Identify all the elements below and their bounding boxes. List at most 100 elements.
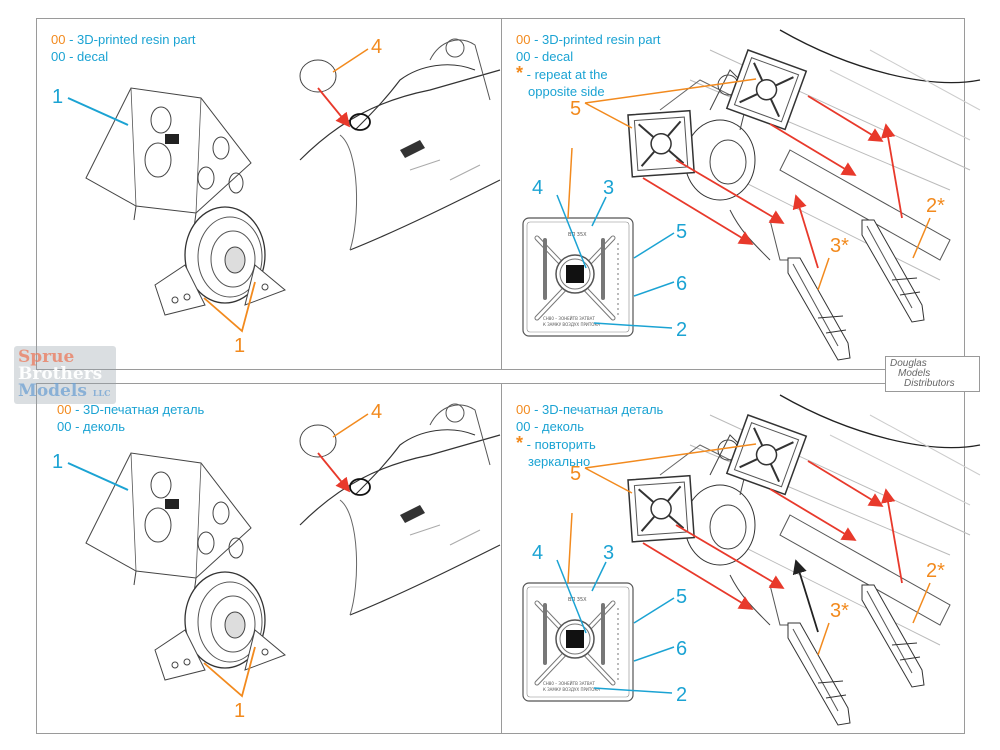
door-frame-upper [725, 414, 808, 496]
step-top-right: 00 - 3D-printed resin part 00 - decal * … [502, 19, 964, 369]
leader-line-part-3star [817, 257, 830, 291]
decal-sheet-drawing [523, 218, 633, 336]
decal-text: - деколь [530, 419, 584, 434]
callout-3-star: 3* [830, 235, 849, 257]
leader-line-part-3star [817, 622, 830, 656]
leader-line-part-1 [203, 646, 256, 698]
leader-line-decal-4 [556, 194, 587, 269]
decal-code: 00 [57, 419, 72, 434]
decal-sheet-drawing [523, 583, 633, 701]
panel-part-3 [787, 622, 851, 726]
resin-code: 00 [516, 32, 531, 47]
resin-text: - 3D-печатная деталь [530, 402, 664, 417]
arrow-canopy [317, 87, 351, 128]
callout-5-decal: 5 [676, 586, 687, 608]
step-bottom-left: 00 - 3D-печатная деталь 00 - деколь [37, 384, 502, 733]
leader-line-part-2star [912, 217, 931, 259]
arrow-door-upper-a [769, 123, 857, 176]
repeat-text-cont: opposite side [528, 84, 605, 99]
door-frame-lower [627, 109, 696, 178]
leader-line-part-5 [567, 78, 757, 219]
leader-line-decal-2 [593, 322, 673, 329]
callout-4-decal: 4 [532, 542, 543, 564]
panel-part-3 [787, 257, 851, 361]
callout-6-decal: 6 [676, 273, 687, 295]
leader-line-part-5 [567, 443, 757, 584]
arrow-panel-2 [881, 488, 903, 584]
decal-code: 00 [51, 49, 66, 64]
callout-4: 4 [371, 401, 382, 423]
resin-code: 00 [51, 32, 66, 47]
resin-code: 00 [57, 402, 72, 417]
watermark-line: Distributors [904, 378, 955, 389]
legend: 00 - 3D-печатная деталь 00 - деколь * - … [516, 401, 663, 470]
callout-4-decal: 4 [532, 177, 543, 199]
nose-wheel-drawing [154, 206, 286, 316]
leader-line-part-4 [332, 48, 369, 73]
panel-part-2 [861, 584, 925, 688]
resin-text: - 3D-печатная деталь [71, 402, 205, 417]
arrow-canopy [317, 452, 351, 493]
step-top-left: 00 - 3D-printed resin part 00 - decal [37, 19, 502, 369]
callout-2-star: 2* [926, 560, 945, 582]
decal-text: - decal [65, 49, 109, 64]
arrow-door-lower-a [642, 177, 754, 245]
arrow-door-lower-a [642, 542, 754, 610]
asterisk-icon: * [516, 433, 524, 453]
sprue-brothers-watermark: Sprue Brothers Models LLC [14, 346, 116, 404]
watermark-line: Sprue [18, 347, 75, 367]
legend: 00 - 3D-печатная деталь 00 - деколь [57, 401, 204, 435]
watermark-line: Brothers [18, 364, 103, 384]
decal-code: 00 [516, 49, 531, 64]
callout-1-decal: 1 [52, 451, 63, 473]
canopy-part-drawing [299, 59, 337, 93]
repeat-text: - повторить [523, 437, 596, 452]
arrow-door-upper-b [807, 95, 884, 142]
callout-3-decal: 3 [603, 177, 614, 199]
leader-line-decal-2 [593, 687, 673, 694]
legend: 00 - 3D-printed resin part 00 - decal * … [516, 31, 661, 100]
step-bottom-right: 00 - 3D-печатная деталь 00 - деколь * - … [502, 384, 964, 733]
callout-1-resin: 1 [234, 335, 245, 357]
watermark-suffix: LLC [92, 388, 111, 398]
leader-line-decal-3 [591, 196, 607, 227]
leader-line-decal-6 [633, 646, 675, 662]
resin-text: - 3D-printed resin part [65, 32, 196, 47]
nose-wheel-drawing [154, 571, 286, 681]
leader-line-decal-4 [556, 559, 587, 634]
leader-line-part-1 [203, 281, 256, 333]
asterisk-icon: * [516, 63, 524, 83]
callout-2-decal: 2 [676, 684, 687, 706]
leader-line-decal-5 [633, 232, 675, 259]
callout-2-star: 2* [926, 195, 945, 217]
canopy-part-drawing [299, 424, 337, 458]
resin-text: - 3D-printed resin part [530, 32, 661, 47]
watermark-line: Models [18, 381, 87, 401]
arrow-panel-3 [792, 194, 819, 269]
callout-1-decal: 1 [52, 86, 63, 108]
legend: 00 - 3D-printed resin part 00 - decal [51, 31, 196, 65]
callout-6-decal: 6 [676, 638, 687, 660]
decal-text: - деколь [71, 419, 125, 434]
callout-5-resin: 5 [570, 463, 581, 485]
decal-code: 00 [516, 419, 531, 434]
arrow-door-lower-b [675, 524, 785, 589]
repeat-text-cont: зеркально [528, 454, 591, 469]
arrow-door-upper-b [807, 460, 884, 507]
repeat-text: - repeat at the [523, 67, 608, 82]
callout-1-resin: 1 [234, 700, 245, 722]
callout-3-star: 3* [830, 600, 849, 622]
callout-5-decal: 5 [676, 221, 687, 243]
leader-line-decal-1 [67, 97, 129, 126]
panel-part-2 [861, 219, 925, 323]
watermark-line: Douglas [890, 358, 927, 369]
door-frame-upper [725, 49, 808, 131]
leader-line-decal-1 [67, 462, 129, 491]
leader-line-part-2star [912, 582, 931, 624]
leader-line-decal-3 [591, 561, 607, 592]
arrow-panel-3 [792, 559, 819, 633]
leader-line-part-4 [332, 413, 369, 438]
door-frame-lower [627, 474, 696, 543]
resin-code: 00 [516, 402, 531, 417]
